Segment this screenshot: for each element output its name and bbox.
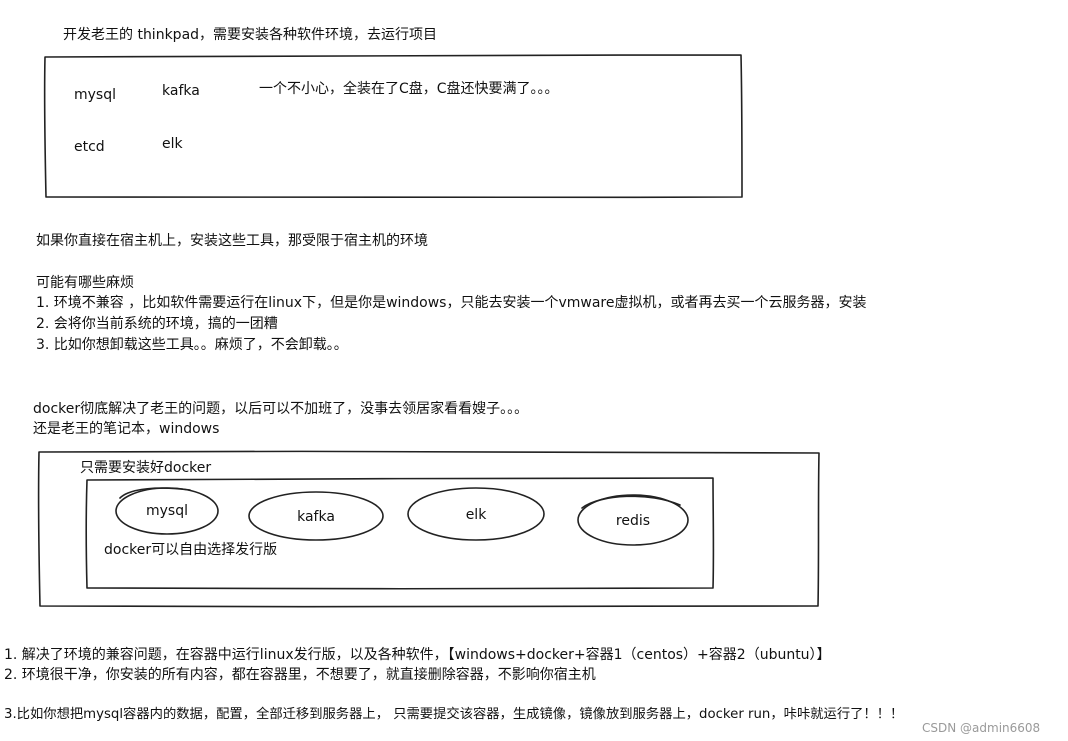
container-ellipse-elk <box>407 487 545 541</box>
thinkpad-title: 开发老王的 thinkpad，需要安装各种软件环境，去运行项目 <box>63 27 438 43</box>
problem-item-3: 3. 比如你想卸载这些工具。。麻烦了，不会卸载。。 <box>36 337 348 353</box>
benefit-item-3: 3.比如你想把mysql容器内的数据，配置，全部迁移到服务器上， 只需要提交该容… <box>4 707 904 722</box>
docker-line-1: docker彻底解决了老王的问题，以后可以不加班了，没事去领居家看看嫂子。。。 <box>33 401 529 417</box>
docker-box-title: 只需要安装好docker <box>80 460 212 476</box>
benefit-item-1: 1. 解决了环境的兼容问题，在容器中运行linux发行版，以及各种软件，【win… <box>4 647 831 663</box>
problem-item-2: 2. 会将你当前系统的环境，搞的一团糟 <box>36 316 278 332</box>
container-ellipse-redis <box>577 494 689 546</box>
container-label-redis: redis <box>615 513 651 529</box>
distro-note: docker可以自由选择发行版 <box>104 542 278 558</box>
thinkpad-box <box>43 54 743 199</box>
docker-line-2: 还是老王的笔记本，windows <box>33 421 220 437</box>
software-etcd: etcd <box>74 139 105 155</box>
c-drive-note: 一个不小心，全装在了C盘，C盘还快要满了。。。 <box>259 81 559 97</box>
container-label-elk: elk <box>465 507 487 523</box>
software-kafka: kafka <box>162 83 200 99</box>
software-mysql: mysql <box>74 87 116 103</box>
problems-heading: 可能有哪些麻烦 <box>36 275 134 291</box>
csdn-watermark: CSDN @admin6608 <box>922 721 1041 735</box>
container-ellipse-kafka <box>248 491 384 541</box>
problems-intro: 如果你直接在宿主机上，安装这些工具，那受限于宿主机的环境 <box>36 233 428 249</box>
container-label-mysql: mysql <box>146 503 188 519</box>
container-label-kafka: kafka <box>297 509 335 525</box>
problem-item-1: 1. 环境不兼容 ，比如软件需要运行在linux下，但是你是windows，只能… <box>36 295 867 311</box>
benefit-item-2: 2. 环境很干净，你安装的所有内容，都在容器里，不想要了，就直接删除容器，不影响… <box>4 667 596 683</box>
software-elk: elk <box>162 136 183 152</box>
docker-box <box>85 477 715 590</box>
laptop-box <box>37 450 820 608</box>
